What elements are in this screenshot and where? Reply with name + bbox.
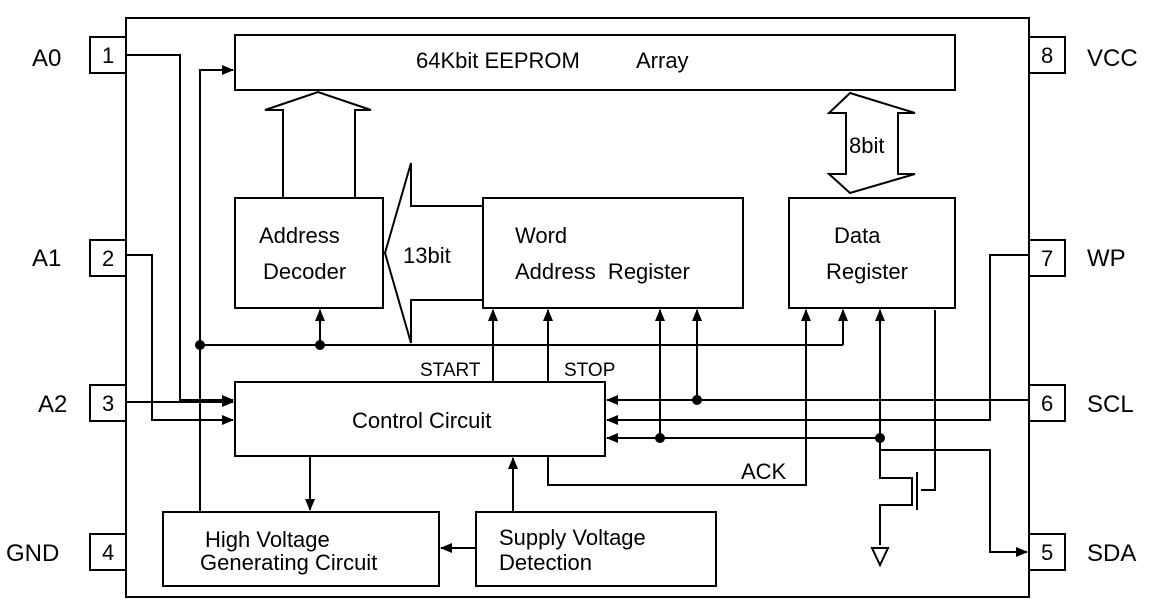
pin-number-7: 7: [1041, 246, 1053, 271]
high-voltage-label-1: High Voltage: [205, 527, 330, 552]
bus-8bit-arrow: [826, 91, 916, 195]
high-voltage-block: [162, 511, 440, 587]
pin-box-7: [1028, 239, 1066, 277]
address-decoder-label-1: Address: [259, 223, 340, 248]
eeprom-label: 64Kbit EEPROM: [416, 48, 580, 73]
pin-box-2: [89, 239, 127, 277]
supply-voltage-label-2: Detection: [499, 550, 592, 575]
pin-name-gnd: GND: [6, 540, 59, 567]
start-signal-label: START: [420, 360, 481, 381]
address-decoder-label-2: Decoder: [263, 259, 346, 284]
pin-name-vcc: VCC: [1087, 45, 1138, 72]
pin-number-3: 3: [102, 391, 114, 416]
pin-box-6: [1028, 384, 1066, 422]
pin-number-1: 1: [102, 43, 114, 68]
stop-signal-label: STOP: [564, 360, 615, 381]
pin-box-8: [1028, 36, 1066, 74]
pin-name-a2: A2: [38, 391, 67, 418]
high-voltage-label-2: Generating Circuit: [200, 550, 377, 575]
pin-number-5: 5: [1041, 540, 1053, 565]
pin-number-8: 8: [1041, 43, 1053, 68]
word-register-label-1: Word: [515, 223, 567, 248]
junction-dot: [692, 395, 702, 405]
pin-box-4: [89, 533, 127, 571]
junction-dot: [875, 433, 885, 443]
control-circuit-label: Control Circuit: [352, 408, 491, 433]
junction-dot: [195, 340, 205, 350]
pin-name-a1: A1: [32, 245, 61, 272]
data-register-block: [788, 197, 956, 309]
chip-outline: [125, 17, 1030, 598]
junction-dot: [655, 433, 665, 443]
junction-dot: [315, 340, 325, 350]
pin-number-2: 2: [102, 246, 114, 271]
pin-number-4: 4: [102, 540, 114, 565]
pin-name-wp: WP: [1087, 245, 1126, 272]
supply-voltage-label-1: Supply Voltage: [499, 525, 646, 550]
bus-13bit-arrow: [383, 162, 483, 344]
eeprom-array-block: [234, 34, 956, 91]
bus-8bit-label: 8bit: [849, 133, 884, 158]
pin-box-5: [1028, 533, 1066, 571]
ack-signal-label: ACK: [741, 459, 787, 484]
pin-name-scl: SCL: [1087, 391, 1134, 418]
pin-name-sda: SDA: [1087, 540, 1136, 567]
address-decoder-block: [234, 197, 384, 309]
decoder-to-array-arrow: [264, 90, 372, 198]
data-register-label-2: Register: [826, 259, 908, 284]
control-circuit-block: [234, 381, 606, 457]
bus-13bit-label: 13bit: [403, 243, 451, 268]
word-address-register-block: [482, 197, 744, 309]
pin-name-a0: A0: [32, 45, 61, 72]
word-register-label-2: Address Register: [515, 259, 690, 284]
data-register-label-1: Data: [834, 223, 881, 248]
pin-number-6: 6: [1041, 391, 1053, 416]
eeprom-label-array: Array: [636, 48, 689, 73]
